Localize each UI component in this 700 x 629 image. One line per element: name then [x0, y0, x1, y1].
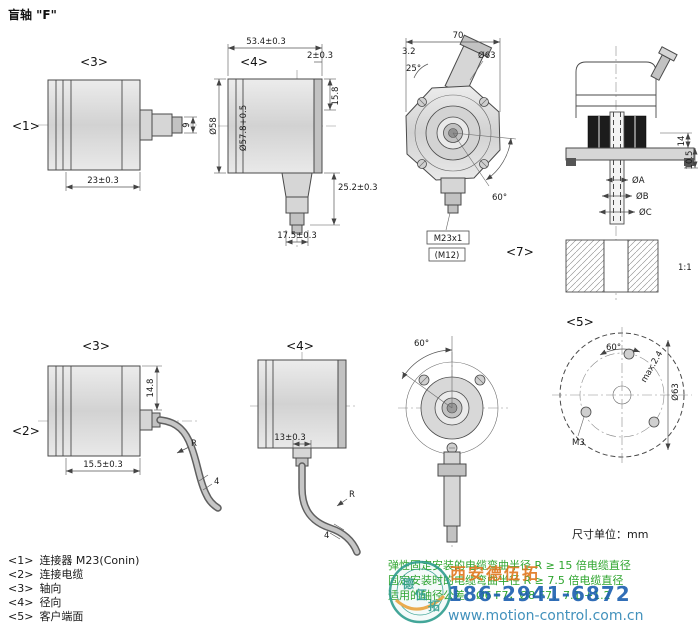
cable-gland — [139, 409, 153, 431]
view-label-4-top: <4> — [240, 55, 268, 69]
dim-d63: Ø63 — [478, 50, 496, 61]
view-customer-face: M3 60° max.2.4 Ø63 <5> — [552, 315, 692, 463]
note-line: 适用的轴径公差：Ø6 F7，Ø8 F7，7.1 +1.2 — [388, 589, 611, 602]
stamp-char: 拓 — [428, 598, 440, 613]
dim-d63-face: Ø63 — [670, 383, 681, 401]
legend-item: <2> 连接电缆 — [8, 568, 139, 582]
watermark-company: 西安德伍拓 — [450, 564, 540, 583]
legend-item: <5> 客户端面 — [8, 610, 139, 624]
stamp-char: 伍 — [414, 587, 427, 602]
dim-60deg-shaft: 60° — [414, 339, 429, 349]
note-line: 弹性固定安装的电缆弯曲半径 R ≥ 15 倍电缆直径 — [388, 559, 631, 572]
shaft-section — [609, 111, 625, 225]
dim-M3: M3 — [572, 438, 585, 448]
view-label-3-bottom: <3> — [82, 339, 110, 353]
legend-label: 连接电缆 — [39, 568, 84, 581]
dim-60deg-face: 60° — [606, 343, 621, 353]
legend-label: 客户端面 — [39, 610, 84, 623]
dim-dA: ØA — [632, 175, 645, 186]
view-label-7: <7> — [506, 245, 534, 259]
cable-gland — [292, 447, 312, 459]
legend-key: <1> — [8, 554, 34, 567]
scale-note: 1:1 — [678, 263, 692, 273]
view-front-shaft: 60° — [398, 336, 508, 548]
dim-13: 13±0.3 — [274, 433, 305, 443]
mounting-flange — [565, 147, 695, 161]
dim-14-8: 14.8 — [146, 379, 156, 398]
watermark-stamp-logo: 德 伍 拓 — [388, 560, 452, 624]
legend-key: <3> — [8, 582, 34, 595]
dim-2: 2±0.3 — [307, 51, 333, 61]
legend-key: <5> — [8, 610, 34, 623]
dim-14: 14 — [677, 136, 687, 147]
legend-item: <4> 径向 — [8, 596, 139, 610]
cable — [299, 463, 360, 555]
encoder-body — [227, 78, 323, 174]
dim-10-5: 10.5 — [685, 151, 695, 170]
dim-dC: ØC — [639, 207, 652, 218]
watermark-website: www.motion-control.com.cn — [448, 608, 644, 624]
dim-R-radial: R — [349, 490, 355, 500]
connector-body — [285, 196, 309, 214]
m3-hole — [648, 416, 660, 428]
thread-m23x1: M23x1 — [434, 234, 463, 244]
dim-60deg-front: 60° — [492, 193, 507, 203]
units-label: 尺寸单位：mm — [572, 528, 649, 541]
dim-70: 70 — [453, 31, 464, 41]
dim-4-radial: 4 — [324, 531, 329, 541]
legend-item: <3> 轴向 — [8, 582, 139, 596]
view-label-1: <1> — [12, 119, 40, 133]
encoder-body — [47, 79, 141, 171]
legend-key: <2> — [8, 568, 34, 581]
view-label-3-top: <3> — [80, 55, 108, 69]
legend-item: <1> 连接器 M23(Conin) — [8, 554, 139, 568]
dim-dB: ØB — [636, 191, 649, 202]
shaft — [443, 451, 461, 527]
shaft-collar — [437, 463, 467, 477]
connector-body — [151, 113, 173, 137]
view-label-2: <2> — [12, 424, 40, 438]
view-radial-connector: 53.4±0.3 2±0.3 Ø58 Ø57.8+0.5 15.8 25.2±0… — [208, 37, 378, 250]
dim-d58: Ø58 — [208, 117, 219, 135]
dim-23: 23±0.3 — [87, 176, 118, 186]
customer-block-section — [565, 239, 605, 293]
dim-3-2: 3.2 — [402, 47, 416, 57]
dim-9: 9 — [182, 122, 192, 127]
m3-hole — [580, 406, 592, 418]
view-front-flange: 70 Ø63 3.2 25° 60° M23x1 (M12) <7> — [402, 31, 534, 262]
dim-25deg: 25° — [406, 64, 421, 74]
stamp-char: 德 — [402, 576, 414, 591]
view-axial-cable: 14.8 15.5±0.3 R 4 <3> <2> — [12, 339, 222, 512]
dim-53-4: 53.4±0.3 — [246, 37, 286, 47]
legend-label: 连接器 M23(Conin) — [39, 554, 140, 567]
dim-17-5: 17.5±0.3 — [277, 231, 317, 241]
connector-neck — [281, 172, 313, 198]
connector-base — [139, 109, 153, 141]
view-mounting-section: 14 10.5 ØA ØB ØC 1:1 — [565, 46, 698, 300]
view-radial-cable: 13±0.3 R 4 <4> — [250, 339, 361, 556]
watermark: 德 伍 拓 西安德伍拓 186-2941-6872 www.motion-con… — [388, 560, 644, 624]
legend-key: <4> — [8, 596, 34, 609]
legend-label: 轴向 — [39, 582, 62, 595]
page-title: 盲轴 "F" — [8, 8, 57, 22]
legend: <1> 连接器 M23(Conin) <2> 连接电缆 <3> 轴向 <4> 径向 <5… — [8, 554, 139, 624]
view-axial-connector: 23±0.3 9 <3> <1> — [12, 55, 198, 191]
cable — [157, 417, 221, 511]
thread-m12: (M12) — [435, 251, 460, 261]
m3-hole — [623, 348, 635, 360]
view-label-4-bottom: <4> — [286, 339, 314, 353]
watermark-phone: 186-2941-6872 — [448, 582, 631, 606]
legend-label: 径向 — [39, 596, 62, 609]
view-label-5: <5> — [566, 315, 594, 329]
connector-tip — [171, 116, 183, 134]
dim-15-8: 15.8 — [331, 87, 341, 106]
dim-max-depth: max.2.4 — [639, 349, 665, 384]
dim-R-axial: R — [191, 439, 197, 449]
dim-d57-8: Ø57.8+0.5 — [238, 105, 249, 151]
dim-25-2: 25.2±0.3 — [338, 183, 378, 193]
dim-4-axial: 4 — [214, 477, 219, 487]
encoder-body — [47, 365, 141, 457]
dim-15-5: 15.5±0.3 — [83, 460, 123, 470]
